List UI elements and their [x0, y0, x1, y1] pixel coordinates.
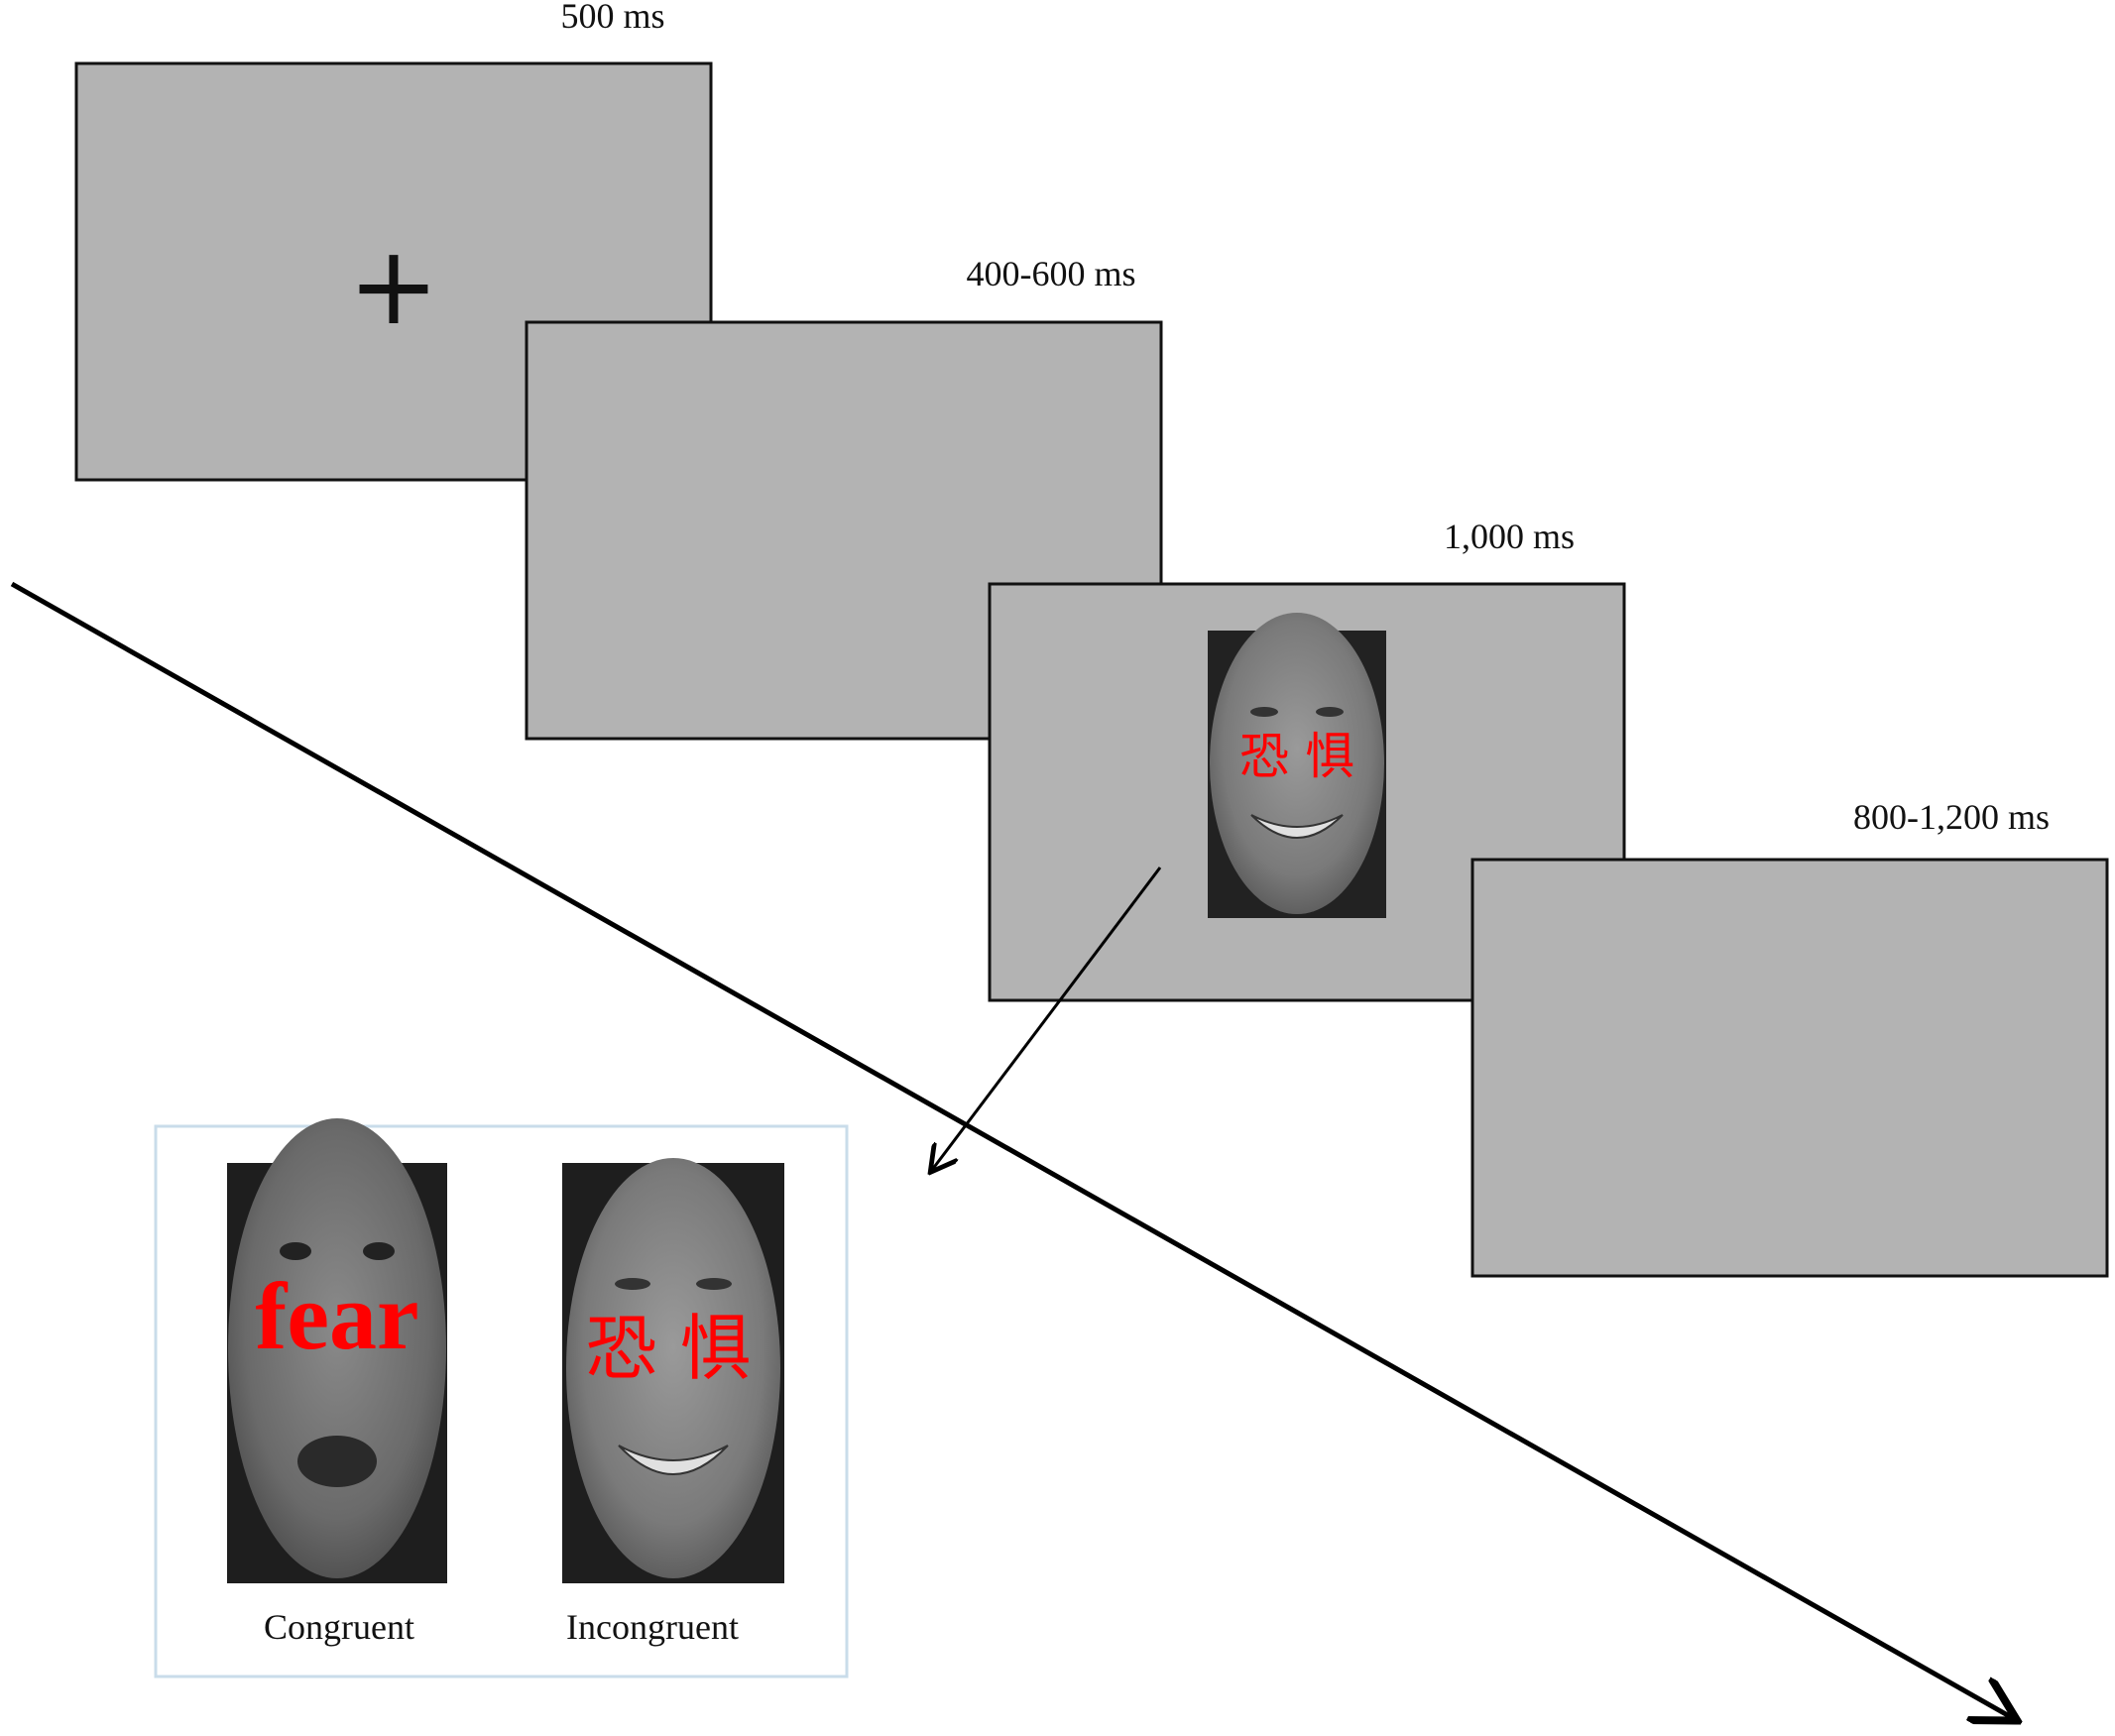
screen-fixation: +	[74, 61, 713, 482]
example-panel: fear Congruent 恐 惧 Incongruent	[154, 1118, 849, 1678]
example-incongruent: 恐 惧 Incongruent	[562, 1158, 784, 1647]
duration-label-fixation: 500 ms	[560, 0, 664, 36]
screen-stimulus: 恐 惧	[988, 582, 1626, 1002]
screen-blank-2	[1470, 858, 2109, 1278]
congruent-face-image	[227, 1118, 447, 1583]
stimulus-word: 恐 惧	[1239, 728, 1354, 785]
duration-label-blank-2: 800-1,200 ms	[1853, 797, 2050, 837]
callout-arrow	[932, 867, 1162, 1170]
duration-label-blank-1: 400-600 ms	[967, 254, 1136, 293]
incongruent-label: Incongruent	[566, 1607, 739, 1647]
example-congruent: fear Congruent	[227, 1118, 447, 1647]
timeline-arrow	[10, 581, 2013, 1718]
incongruent-word: 恐 惧	[586, 1307, 752, 1390]
congruent-label: Congruent	[264, 1607, 414, 1647]
incongruent-face-image	[562, 1158, 784, 1583]
duration-label-stimulus: 1,000 ms	[1444, 517, 1575, 556]
fixation-cross: +	[348, 222, 439, 349]
congruent-word: fear	[255, 1263, 418, 1369]
stimulus-face-image	[1208, 613, 1386, 918]
